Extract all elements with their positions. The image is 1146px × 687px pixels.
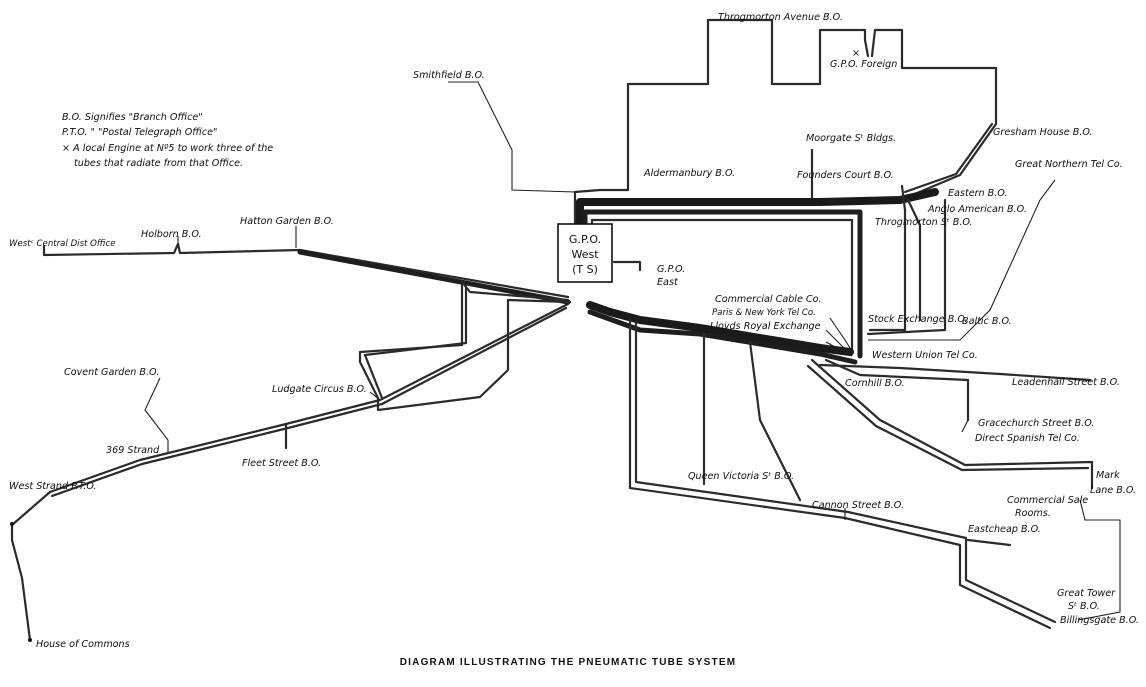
leader-covent-garden — [144, 377, 169, 452]
tube-mark-lane-2 — [806, 364, 1090, 472]
label-great-tower-2: Sᵗ B.O. — [1068, 601, 1100, 612]
tube-founders — [868, 184, 907, 332]
label-hatton-garden: Hatton Garden B.O. — [240, 216, 334, 227]
tube-cannon — [628, 318, 1052, 630]
tube-eastern — [866, 198, 947, 336]
tube-hatton-heavy — [297, 249, 571, 305]
label-leadenhall: Leadenhall Street B.O. — [1012, 377, 1120, 388]
tube-great-northern — [868, 179, 1056, 341]
label-western-union: Western Union Tel Co. — [872, 350, 978, 361]
legend-line-3: × A local Engine at Nº5 to work three of… — [62, 143, 273, 154]
gpo-west-box — [557, 223, 613, 283]
legend-line-2: P.T.O. " "Postal Telegraph Office" — [62, 127, 217, 138]
label-throgmorton-avenue: Throgmorton Avenue B.O. — [718, 12, 843, 23]
label-west-strand: West Strand P.T.O. — [9, 481, 97, 492]
tube-cornhill — [824, 358, 970, 422]
label-cornhill: Cornhill B.O. — [845, 378, 905, 389]
station-markers: × — [10, 48, 860, 642]
tube-leadenhall — [818, 363, 1092, 382]
label-founders-court: Founders Court B.O. — [797, 170, 894, 181]
label-stock-exchange: Stock Exchange B.O. — [868, 314, 968, 325]
label-mark-lane-2: Lane B.O. — [1090, 485, 1136, 496]
tube-ludgate-loop-2 — [363, 285, 468, 400]
label-cannon-street: Cannon Street B.O. — [812, 500, 904, 511]
tube-mark-lane — [810, 358, 1094, 490]
label-direct-spanish: Direct Spanish Tel Co. — [975, 433, 1080, 444]
tube-ludgate-loop — [358, 280, 572, 412]
tube-strand-2 — [50, 306, 568, 498]
leader-lines — [144, 81, 969, 520]
legend: B.O. Signifies "Branch Office" P.T.O. " … — [62, 112, 273, 169]
gpo-west-line3: (T S) — [572, 263, 598, 276]
tube-strand — [10, 302, 570, 642]
label-anglo-american: Anglo American B.O. — [927, 204, 1027, 215]
tube-east-trunk-2 — [587, 309, 858, 365]
tube-throgmorton-st — [906, 198, 922, 322]
gpo-west-line1: G.P.O. — [569, 233, 601, 246]
legend-line-4: tubes that radiate from that Office. — [74, 158, 243, 169]
label-gracechurch: Gracechurch Street B.O. — [978, 418, 1094, 429]
label-covent-garden: Covent Garden B.O. — [64, 367, 159, 378]
legend-line-1: B.O. Signifies "Branch Office" — [62, 112, 203, 123]
label-gpo-foreign: G.P.O. Foreign — [830, 59, 897, 70]
tube-queen-victoria-2 — [748, 340, 802, 502]
label-commercial-cable: Commercial Cable Co. — [715, 294, 822, 305]
label-paris-new-york: Paris & New York Tel Co. — [712, 308, 816, 318]
label-fleet-street: Fleet Street B.O. — [242, 458, 321, 469]
label-baltic: Baltic B.O. — [962, 316, 1012, 327]
label-aldermanbury: Aldermanbury B.O. — [643, 168, 735, 179]
label-house-of-commons: House of Commons — [36, 639, 130, 650]
label-west-central: Westᶜ Central Dist Office — [9, 239, 116, 249]
label-gresham-house: Gresham House B.O. — [993, 127, 1093, 138]
label-smithfield: Smithfield B.O. — [413, 70, 485, 81]
label-lloyds: Lloyds Royal Exchange — [710, 321, 821, 332]
label-great-northern: Great Northern Tel Co. — [1015, 159, 1123, 170]
house-of-commons-dot — [28, 638, 32, 642]
gpo-west-hub: G.P.O. West (T S) — [557, 223, 613, 283]
label-eastcheap: Eastcheap B.O. — [968, 524, 1041, 535]
label-great-tower-1: Great Tower — [1057, 588, 1116, 599]
label-gpo-east-1: G.P.O. — [657, 264, 685, 275]
label-eastern: Eastern B.O. — [948, 188, 1008, 199]
tube-east-trunk — [586, 301, 854, 356]
leader-lloyds — [825, 341, 853, 357]
tube-eastcheap — [966, 538, 1012, 547]
tube-throgmorton-return — [870, 28, 998, 198]
local-engine-marker: × — [852, 48, 860, 59]
station-labels: Throgmorton Avenue B.O. G.P.O. Foreign S… — [9, 12, 1139, 650]
gpo-west-line2: West — [571, 248, 599, 261]
leader-paris-ny — [825, 329, 849, 353]
leader-smithfield — [448, 81, 576, 193]
tube-aldermanbury-trunk — [576, 188, 939, 269]
label-commercial-sale-2: Rooms. — [1015, 508, 1051, 519]
tube-gresham — [903, 122, 994, 194]
tube-gpo-east — [612, 260, 642, 272]
leader-ludgate — [369, 391, 381, 401]
label-billingsgate: Billingsgate B.O. — [1060, 615, 1139, 626]
label-gpo-east-2: East — [657, 277, 679, 288]
label-throgmorton-st: Throgmorton Sᵗ B.O. — [875, 217, 973, 228]
west-strand-dot — [10, 522, 14, 526]
label-moorgate: Moorgate Sᵗ Bldgs. — [806, 133, 896, 144]
label-commercial-sale-1: Commercial Sale — [1007, 495, 1088, 506]
label-ludgate: Ludgate Circus B.O. — [272, 384, 367, 395]
label-mark-lane-1: Mark — [1096, 470, 1120, 481]
label-holborn: Holborn B.O. — [141, 229, 202, 240]
label-queen-victoria: Queen Victoria Sᵗ B.O. — [688, 471, 794, 482]
tube-aldermanbury-north — [573, 18, 870, 267]
leader-commercial-cable — [829, 317, 851, 349]
tube-cannon-2 — [634, 320, 1057, 624]
diagram-caption: DIAGRAM ILLUSTRATING THE PNEUMATIC TUBE … — [400, 657, 737, 668]
label-369-strand: 369 Strand — [106, 445, 160, 456]
tube-great-tower — [1077, 499, 1121, 621]
leader-direct-spanish — [961, 419, 969, 433]
